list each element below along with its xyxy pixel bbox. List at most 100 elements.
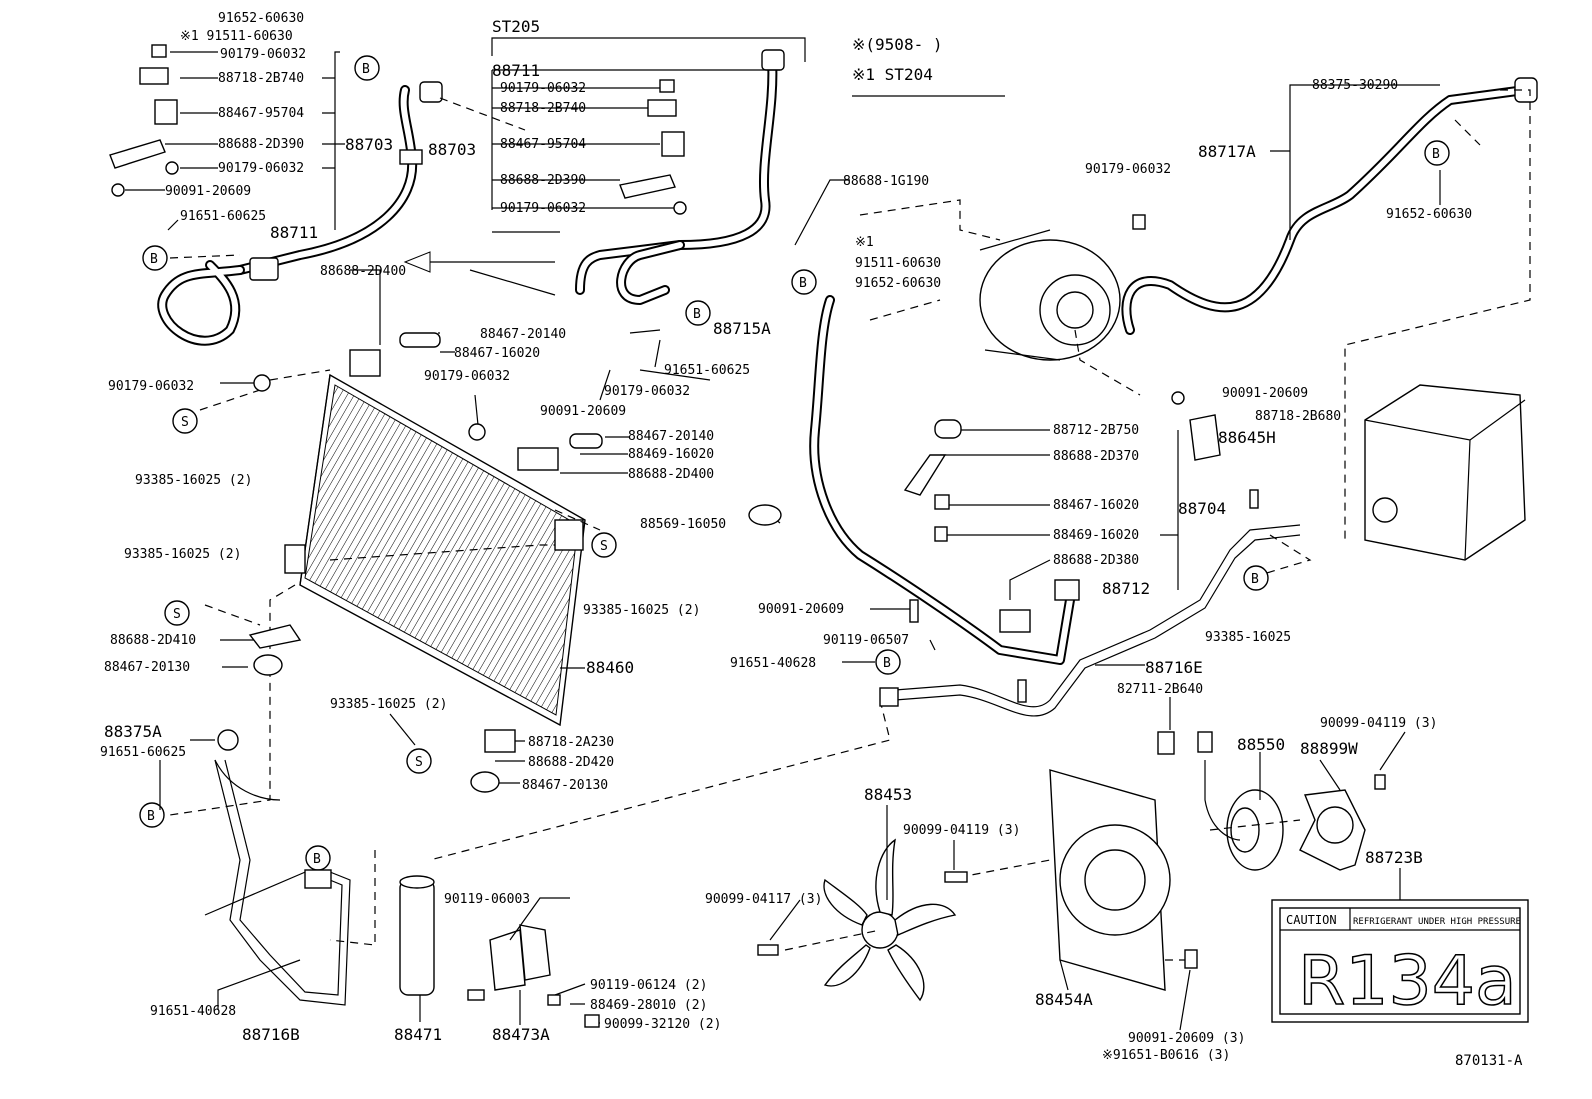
label-90179-06032-g: 90179-06032 [108,379,194,394]
label-88375A: 88375A [104,722,162,741]
receiver-88471 [399,875,435,996]
svg-text:B: B [693,307,701,322]
label-88473A: 88473A [492,1025,550,1044]
label-88467-20140-b: 88467-20140 [628,429,714,444]
label-88688-2D420: 88688-2D420 [528,755,614,770]
hose-assembly-88703 [157,81,443,346]
callout-b-7: B [875,649,901,675]
label-90099-32120: 90099-32120 (2) [604,1017,721,1032]
label-88718-2B680: 88718-2B680 [1255,409,1341,424]
label-88688-2D400-b: 88688-2D400 [628,467,714,482]
reference-lines [169,89,1531,961]
label-90179-06032-f: 90179-06032 [424,369,510,384]
label-91651-B0616: ※91651-B0616 (3) [1102,1048,1230,1063]
bracket-88899W [1299,789,1366,871]
label-88899W: 88899W [1300,739,1358,758]
label-90091-20609-d: 90091-20609 [758,602,844,617]
label-88711-b: 88711 [492,61,540,80]
variant-label: ST205 [492,17,540,36]
label-88688-1G190: 88688-1G190 [843,174,929,189]
label-90119-06507: 90119-06507 [823,633,909,648]
label-91652-60630-c: 91652-60630 [1386,207,1472,222]
svg-text:B: B [313,852,321,867]
label-88688-2D400-a: 88688-2D400 [320,264,406,279]
label-90099-04119-a: 90099-04119 (3) [1320,716,1437,731]
label-90119-06124: 90119-06124 (2) [590,978,707,993]
callout-s-1: S [172,408,198,434]
label-88471: 88471 [394,1025,442,1044]
part-labels: 91652-60630 ※1 91511-60630 90179-06032 8… [100,11,1472,1063]
callout-b-5: B [1424,140,1450,166]
svg-text:※1: ※1 [855,235,874,250]
label-91511-60630-a: ※1 91511-60630 [180,29,293,44]
label-88688-2D370: 88688-2D370 [1053,449,1139,464]
label-88467-95704-a: 88467-95704 [218,106,304,121]
label-90091-20609-c: 90091-20609 [1222,386,1308,401]
label-90091-20609-b: 90091-20609 [540,404,626,419]
callout-b-6: B [1243,565,1269,591]
label-88688-2D380: 88688-2D380 [1053,553,1139,568]
label-91651-60625-c: 91651-60625 [100,745,186,760]
callout-b-4: B [791,269,817,295]
svg-text:B: B [1251,572,1259,587]
label-88569-16050: 88569-16050 [640,517,726,532]
condenser-88460 [284,373,586,727]
label-88467-16020-b: 88467-16020 [1053,498,1139,513]
callout-s-3: S [164,600,190,626]
svg-text:B: B [147,809,155,824]
label-88645H: 88645H [1218,428,1276,447]
label-88717A: 88717A [1198,142,1256,161]
label-88469-16020-b: 88469-16020 [1053,528,1139,543]
warning-text: REFRIGERANT UNDER HIGH PRESSURE [1353,917,1521,927]
label-93385-16025-b: 93385-16025 (2) [583,603,700,618]
label-88723B: 88723B [1365,848,1423,867]
caution-label-88723B: CAUTION REFRIGERANT UNDER HIGH PRESSURE … [1271,899,1529,1023]
bracket-88473A [489,924,551,991]
label-88550: 88550 [1237,735,1285,754]
note-1: ※(9508- ) [852,35,942,54]
caution-text: CAUTION [1286,913,1337,927]
svg-text:B: B [883,656,891,671]
label-88718-2B740-a: 88718-2B740 [218,71,304,86]
label-90179-06032-a: 90179-06032 [220,47,306,62]
label-91652-60630-b: 91652-60630 [855,276,941,291]
label-88718-2A230: 88718-2A230 [528,735,614,750]
label-88712-2B750: 88712-2B750 [1053,423,1139,438]
svg-text:B: B [362,62,370,77]
callout-s-4: S [406,748,432,774]
label-88711-a: 88711 [270,223,318,242]
label-88715A: 88715A [713,319,771,338]
fan-shroud-88454A [1049,769,1171,991]
label-88716E: 88716E [1145,658,1203,677]
label-88375-30290: 88375-30290 [1312,78,1398,93]
label-90099-04119-b: 90099-04119 (3) [903,823,1020,838]
label-88688-2D410: 88688-2D410 [110,633,196,648]
label-88460: 88460 [586,658,634,677]
leader-lines [125,51,1441,1031]
label-88467-20130-b: 88467-20130 [522,778,608,793]
label-90179-06032-e: 90179-06032 [604,384,690,399]
svg-text:S: S [415,755,423,770]
callout-b-9: B [305,845,331,871]
svg-text:S: S [173,607,181,622]
label-93385-16025-a: 93385-16025 (2) [135,473,252,488]
label-88688-2D390-b: 88688-2D390 [500,173,586,188]
label-88716B: 88716B [242,1025,300,1044]
label-88469-28010: 88469-28010 (2) [590,998,707,1013]
label-91651-40628-a: 91651-40628 [730,656,816,671]
label-88454A: 88454A [1035,990,1093,1009]
label-91651-60625-b: 91651-60625 [664,363,750,378]
liquid-pipe-88716B [214,759,351,1006]
label-88688-2D390-a: 88688-2D390 [218,137,304,152]
fasteners [109,44,1386,1028]
label-91651-40628-b: 91651-40628 [150,1004,236,1019]
label-88703-a: 88703 [345,135,393,154]
label-88467-95704-b: 88467-95704 [500,137,586,152]
label-88712: 88712 [1102,579,1150,598]
hose-assembly-st205 [575,49,785,305]
label-90091-20609-a: 90091-20609 [165,184,251,199]
callout-s-2: S [591,532,617,558]
fan-88453 [823,838,957,1002]
callout-b-2: B [142,245,168,271]
